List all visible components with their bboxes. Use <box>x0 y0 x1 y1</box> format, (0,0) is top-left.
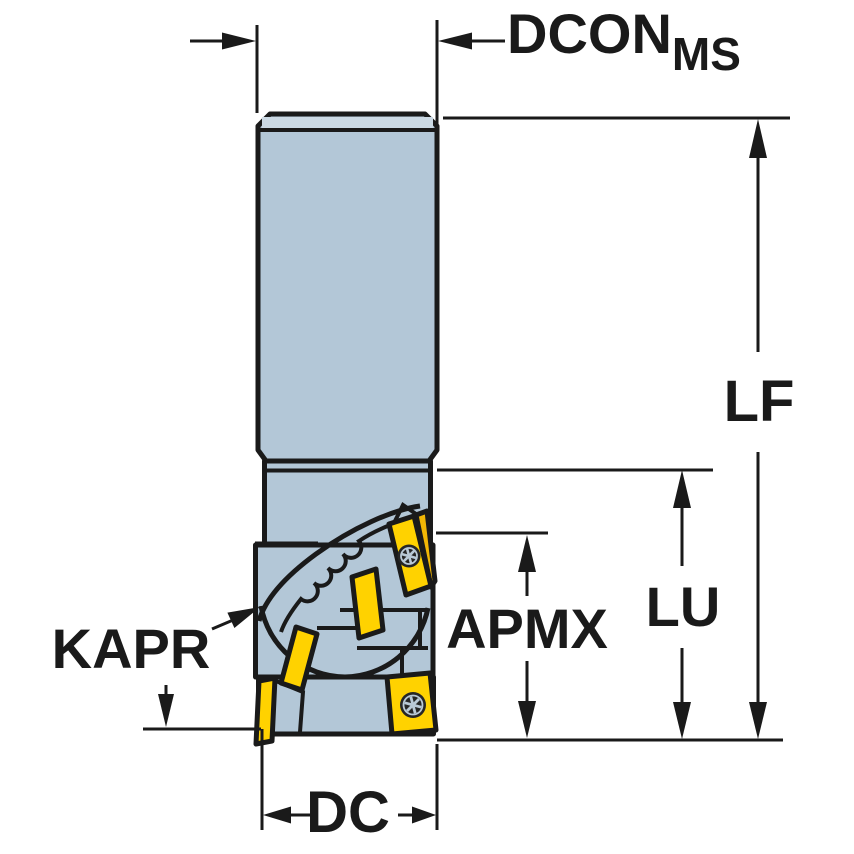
arrow-up-icon <box>518 535 536 572</box>
label-dc: DC <box>306 780 390 845</box>
screw-ring <box>400 547 418 565</box>
arrow-left-icon <box>263 806 291 824</box>
label-kapr: KAPR <box>51 617 211 680</box>
gash-arc <box>258 605 431 680</box>
arrow-down-icon <box>673 702 691 739</box>
label-lu: LU <box>645 575 721 638</box>
screw-bottom <box>400 692 426 718</box>
dim-apmx <box>436 531 548 738</box>
milling-tool <box>253 111 440 747</box>
dimension-annotations <box>143 20 790 830</box>
label-apmx: APMX <box>446 597 608 660</box>
arrow-down-icon <box>518 701 536 738</box>
arrow-up-icon <box>749 119 767 158</box>
label-dcon-main: DCON <box>507 2 672 65</box>
label-dcon-subscript: MS <box>671 28 741 80</box>
cutter-head <box>253 502 439 747</box>
dim-lu <box>437 468 713 739</box>
insert-lower-left <box>278 624 320 693</box>
arrow-down-icon <box>749 702 767 739</box>
torx-star-icon <box>404 696 422 714</box>
screw-top <box>397 544 421 568</box>
leader-diagonal <box>211 619 233 631</box>
arrow-left-icon <box>438 32 472 50</box>
arrow-right-icon <box>412 806 436 824</box>
shank-chamfer-band <box>262 117 433 128</box>
shank-body <box>255 111 440 464</box>
shank <box>255 111 440 464</box>
label-dconms: DCONMS <box>507 6 741 78</box>
arrow-up-right-icon <box>227 607 260 628</box>
dim-dc <box>260 729 439 830</box>
arrow-down-icon <box>158 694 174 727</box>
torx-star-icon <box>401 548 417 564</box>
flute-inner-serrated-curve <box>279 515 415 633</box>
dim-lf <box>437 116 790 742</box>
arrow-up-icon <box>673 470 691 508</box>
flute-outer-curve <box>256 503 421 622</box>
insert-left-edge <box>253 675 278 747</box>
insert-mid <box>349 566 386 641</box>
screw-ring <box>402 694 424 716</box>
dim-dconms <box>190 20 505 125</box>
arrow-right-icon <box>222 32 256 50</box>
top-pocket-facet <box>393 502 418 522</box>
label-lf: LF <box>723 369 795 434</box>
dim-kapr <box>143 607 261 731</box>
